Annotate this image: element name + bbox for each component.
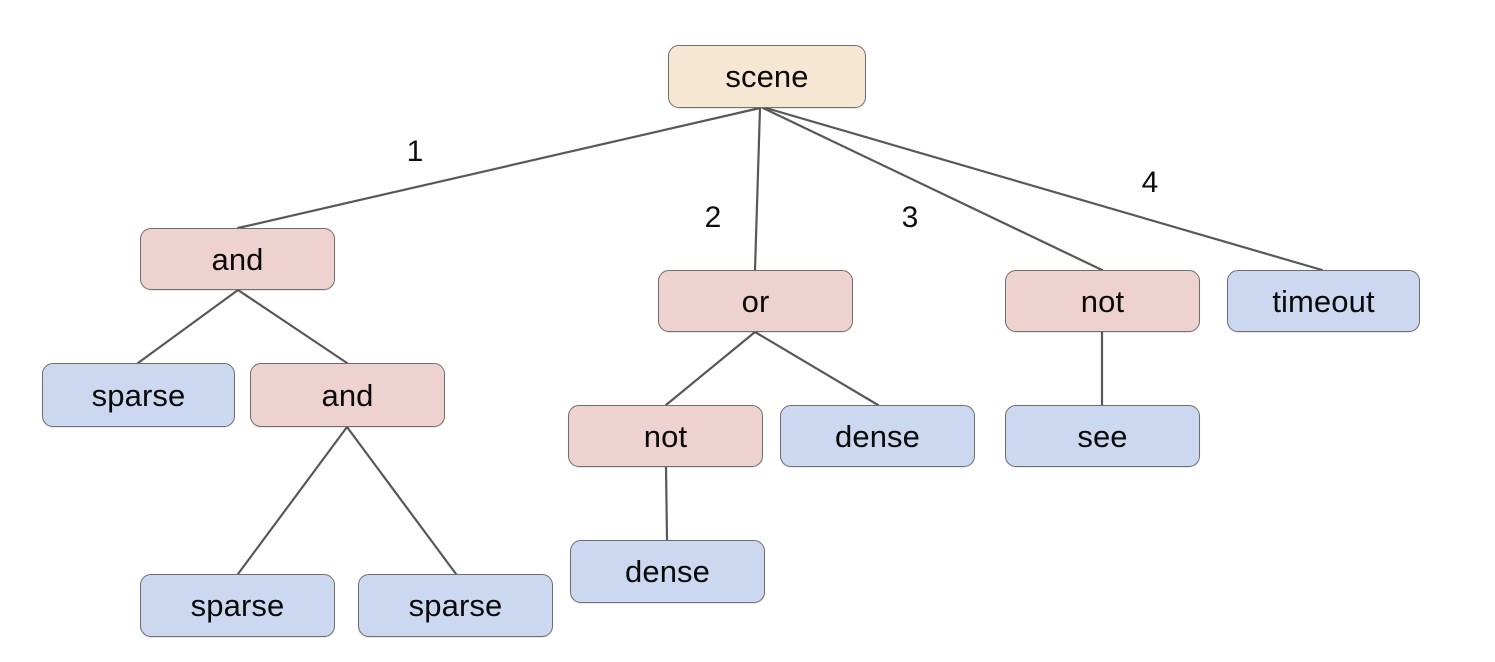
edge-order-label-1: 1	[406, 135, 424, 168]
tree-node-label-dense1: dense	[835, 418, 920, 454]
tree-node-or1[interactable]: or	[658, 270, 853, 332]
tree-node-sparse2[interactable]: sparse	[140, 574, 335, 637]
tree-node-dense2[interactable]: dense	[570, 540, 765, 603]
tree-edge-scene-to-timeout1	[764, 106, 1324, 272]
tree-node-label-sparse2: sparse	[190, 588, 285, 623]
edge-order-label-2: 2	[704, 201, 722, 234]
tree-node-see1[interactable]: see	[1005, 405, 1200, 467]
tree-node-and1[interactable]: and	[140, 228, 335, 290]
tree-node-label-or1: or	[741, 283, 770, 319]
tree-node-label-see1: see	[1077, 418, 1128, 454]
tree-edge-and1-to-sparse1	[136, 288, 240, 365]
edge-order-label-3: 3	[901, 201, 919, 234]
tree-node-label-not2: not	[1080, 283, 1125, 319]
tree-node-not2[interactable]: not	[1005, 270, 1200, 332]
tree-node-label-sparse1: sparse	[91, 377, 186, 413]
tree-node-sparse1[interactable]: sparse	[42, 363, 235, 427]
tree-edge-or1-to-not1	[664, 330, 757, 407]
tree-node-label-not1: not	[643, 418, 688, 454]
tree-node-label-timeout1: timeout	[1272, 283, 1375, 319]
tree-edge-not1-to-dense2	[664, 465, 669, 542]
tree-node-timeout1[interactable]: timeout	[1227, 270, 1420, 332]
tree-node-label-and2: and	[321, 377, 374, 413]
tree-edge-and2-to-sparse2	[236, 425, 349, 576]
tree-node-sparse3[interactable]: sparse	[358, 574, 553, 637]
tree-edge-or1-to-dense1	[753, 330, 880, 407]
tree-node-label-sparse3: sparse	[408, 588, 503, 623]
tree-edge-scene-to-or1	[753, 106, 762, 272]
tree-node-and2[interactable]: and	[250, 363, 445, 427]
edge-order-label-4: 4	[1141, 166, 1159, 199]
tree-edge-scene-to-and1	[236, 106, 762, 230]
tree-node-label-and1: and	[211, 241, 264, 277]
tree-node-scene[interactable]: scene	[668, 45, 866, 108]
tree-edge-and1-to-and2	[236, 288, 349, 365]
tree-edge-scene-to-not2	[761, 106, 1104, 272]
tree-node-not1[interactable]: not	[568, 405, 763, 467]
tree-node-label-dense2: dense	[625, 554, 710, 589]
tree-edge-and2-to-sparse3	[345, 425, 458, 576]
tree-node-dense1[interactable]: dense	[780, 405, 975, 467]
tree-node-label-scene: scene	[725, 59, 809, 94]
